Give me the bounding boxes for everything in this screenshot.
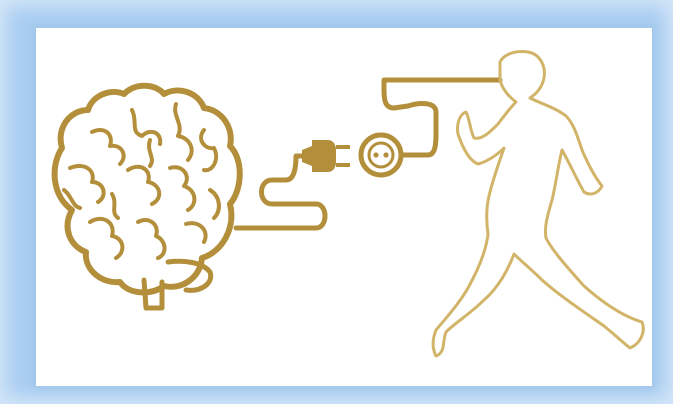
socket-icon: [361, 135, 401, 175]
plug-icon: [302, 140, 350, 172]
running-person-icon: [433, 51, 643, 356]
plug-cable: [236, 156, 325, 228]
socket-cable: [384, 80, 500, 155]
brain-icon: [55, 86, 240, 308]
